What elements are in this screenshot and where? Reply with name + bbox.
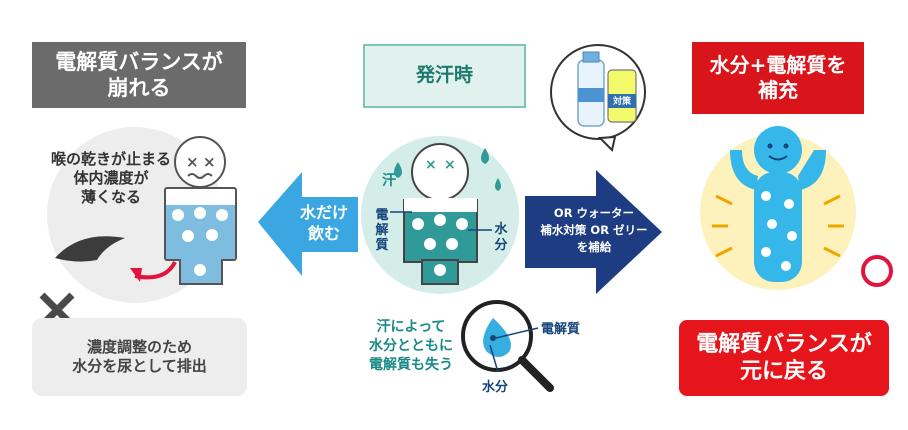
sweat-drops (394, 148, 501, 191)
header-replenish: 水分+電解質を補充 (692, 42, 864, 114)
supply-label: OR ウォーター 補水対策 OR ゼリー を補給 (528, 205, 660, 256)
magnifier-icon (461, 300, 554, 392)
jelly-label: 対策 (612, 95, 632, 107)
text-line: 汗によって (376, 319, 446, 335)
svg-text:×: × (203, 153, 216, 171)
product-bubble (550, 44, 646, 152)
drink-water-label: 水だけ 飲む (292, 202, 356, 244)
header-text: 発汗時 (415, 64, 473, 87)
left-body-text: 喉の乾きが止まる 体内濃度が 薄くなる (40, 150, 182, 207)
header-balance-broken: 電解質バランスが崩れる (32, 42, 246, 108)
text-line: 補水対策 OR ゼリー (540, 223, 648, 237)
sweat-label: 汗 (382, 173, 396, 189)
text-line: 薄くなる (80, 188, 141, 206)
header-sweating: 発汗時 (363, 44, 526, 108)
text-line: 体内濃度が (73, 169, 149, 187)
svg-text:×: × (444, 157, 456, 173)
excrete-box: 濃度調整のため水分を尿として排出 (32, 318, 247, 396)
sparkle-lines (712, 194, 844, 258)
header-line-1: 水分+電解質を (709, 53, 847, 77)
drop-water-label: 水分 (482, 380, 509, 395)
text-line: 元に戻る (739, 359, 828, 384)
center-figure: × × (390, 143, 492, 285)
right-figure (730, 126, 826, 282)
water-label: 水 分 (492, 222, 510, 254)
text-line: 電 (375, 208, 389, 223)
electrolyte-label: 電 解 質 (373, 208, 391, 253)
puddle-shape (55, 236, 125, 262)
red-arrowhead (130, 268, 142, 282)
text-line: 水分とともに (369, 338, 453, 354)
text-line: 水分を尿として排出 (72, 357, 207, 375)
supply-arrow (525, 170, 662, 294)
text-line: 質 (375, 238, 389, 253)
svg-text:×: × (186, 153, 199, 171)
drop-electrolyte-label: 電解質 (541, 322, 581, 337)
text-line: 喉の乾きが止まる (50, 150, 171, 168)
header-line-2: 崩れる (107, 76, 171, 100)
ok-circle-icon (861, 255, 893, 287)
text-line: 飲む (307, 224, 340, 243)
text-line: 水だけ (299, 203, 348, 222)
left-figure: × × (164, 136, 237, 285)
header-line-2: 補充 (757, 78, 798, 102)
result-box: 電解質バランスが元に戻る (679, 320, 889, 396)
text-line: 電解質も失う (369, 357, 453, 373)
text-line: を補給 (576, 240, 612, 254)
text-line: 分 (494, 238, 508, 253)
text-line: 解 (375, 223, 389, 238)
text-line: OR ウォーター (553, 206, 635, 220)
svg-text:×: × (425, 157, 437, 173)
sweat-caption: 汗によって 水分とともに 電解質も失う (352, 318, 470, 375)
text-line: 水 (494, 222, 508, 237)
text-line: 濃度調整のため (86, 338, 192, 357)
header-line-1: 電解質バランスが (55, 49, 223, 74)
text-line: 電解質バランスが (696, 331, 872, 357)
drink-water-arrow (258, 172, 358, 276)
